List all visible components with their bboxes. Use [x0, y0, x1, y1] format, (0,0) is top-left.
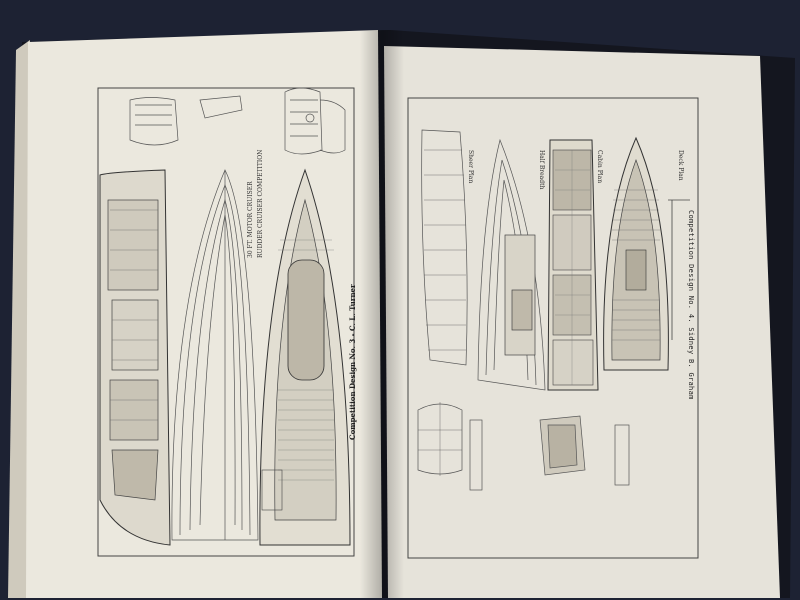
- right-label-half-breadth: Half Breadth: [538, 150, 545, 190]
- right-lower-sections: [417, 402, 630, 491]
- right-label-deck: Deck Plan: [677, 150, 684, 181]
- left-deck-plan: [259, 168, 351, 546]
- left-plate-subtitle: RUDDER CRUISER COMPETITION: [257, 149, 264, 258]
- right-plate-frame: [407, 97, 699, 559]
- left-plate-caption: Competition Design No. 3 - C. L. Turner: [348, 284, 357, 440]
- gutter-shadow: [360, 30, 404, 598]
- left-plate-title: 30 FT. MOTOR CRUISER: [247, 181, 254, 258]
- right-label-sheer: Sheer Plan: [467, 150, 474, 184]
- page-stack-left: [8, 40, 30, 598]
- left-plate-frame: [97, 87, 355, 557]
- left-hull-lines: [171, 169, 259, 541]
- left-inboard-profile: [99, 169, 171, 546]
- right-label-cabin: Cabin Plan: [596, 150, 603, 184]
- right-cabin-plan: [547, 139, 599, 391]
- right-plate-caption: Competition Design No. 4. Sidney B. Grah…: [687, 210, 695, 400]
- right-deck-plan: [603, 136, 690, 371]
- right-half-breadth: [477, 138, 546, 391]
- left-sections-group: [129, 87, 346, 155]
- right-sheer-plan: [421, 129, 468, 366]
